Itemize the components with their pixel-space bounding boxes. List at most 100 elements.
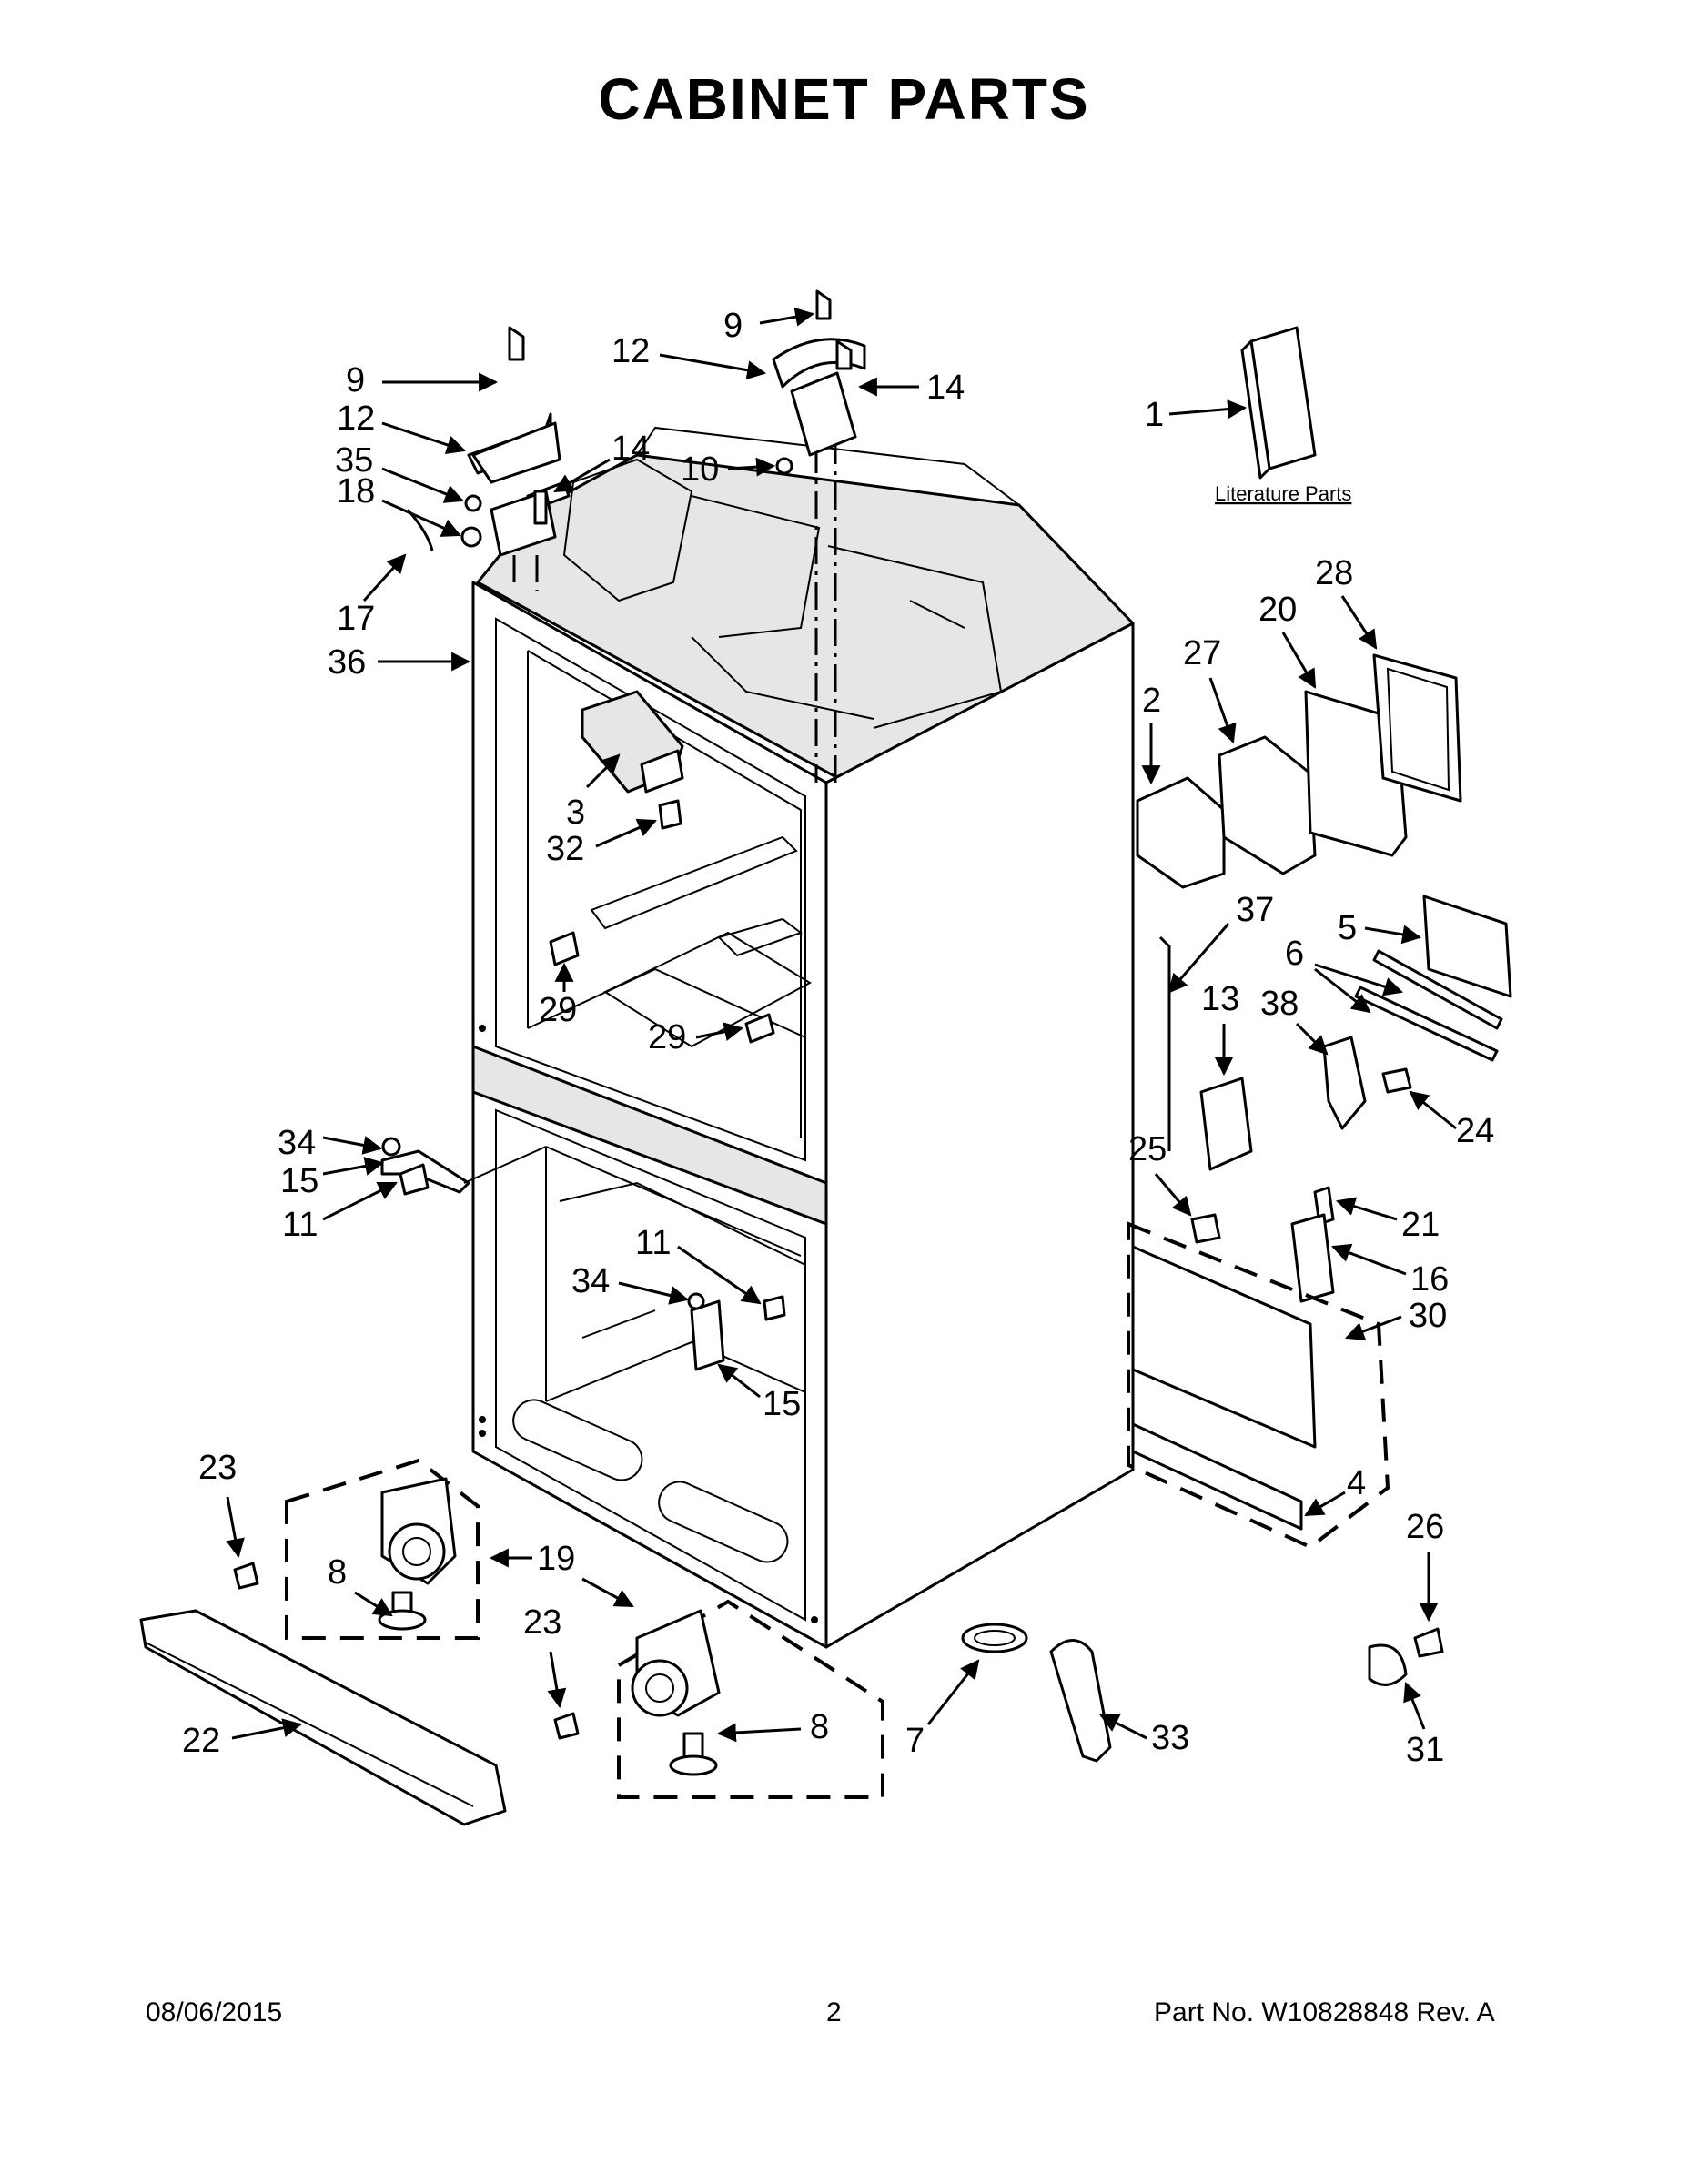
- roller-assembly-boundary: [617, 1599, 884, 1799]
- svg-text:14: 14: [612, 430, 650, 468]
- svg-text:1: 1: [1145, 396, 1164, 434]
- callout-9: 9: [346, 361, 499, 399]
- svg-text:35: 35: [335, 441, 373, 480]
- svg-text:37: 37: [1236, 891, 1274, 929]
- svg-text:18: 18: [337, 472, 375, 511]
- callout-37: 37: [1167, 891, 1274, 994]
- svg-text:29: 29: [648, 1018, 686, 1057]
- svg-text:3: 3: [566, 794, 585, 832]
- literature-part: [1240, 326, 1317, 480]
- callout-4: 4: [1304, 1464, 1366, 1517]
- svg-text:34: 34: [571, 1262, 610, 1300]
- svg-text:29: 29: [539, 991, 577, 1029]
- callout-19-leader-2: [581, 1577, 634, 1608]
- svg-text:15: 15: [763, 1385, 801, 1423]
- left-door-stop: [380, 1137, 547, 1196]
- svg-text:11: 11: [282, 1206, 318, 1244]
- callout-34: 34: [278, 1124, 383, 1162]
- svg-text:17: 17: [337, 600, 375, 638]
- svg-text:9: 9: [346, 361, 365, 399]
- roller-assembly-boundary: [285, 1458, 480, 1640]
- callout-21: 21: [1335, 1197, 1440, 1244]
- callout-14: 14: [553, 430, 650, 493]
- callout-6: 6: [1285, 935, 1404, 1014]
- svg-text:11: 11: [635, 1224, 671, 1262]
- callout-23: 23: [198, 1449, 245, 1559]
- svg-text:6: 6: [1285, 935, 1304, 973]
- svg-text:24: 24: [1456, 1112, 1494, 1150]
- svg-text:9: 9: [723, 307, 743, 345]
- left-roller-assembly: [233, 1477, 457, 1631]
- svg-text:2: 2: [1142, 682, 1161, 720]
- svg-text:4: 4: [1347, 1464, 1366, 1502]
- callout-29: 29: [539, 962, 577, 1029]
- callout-5: 5: [1338, 909, 1422, 947]
- svg-text:12: 12: [612, 332, 650, 370]
- right-roller-assembly: [553, 1609, 721, 1776]
- svg-text:12: 12: [337, 399, 375, 438]
- footer-part-number: Part No. W10828848 Rev. A: [1154, 1997, 1495, 2027]
- svg-text:30: 30: [1409, 1297, 1447, 1335]
- callout-22: 22: [182, 1718, 303, 1760]
- svg-text:38: 38: [1260, 985, 1299, 1023]
- drain-tube: [1049, 1639, 1112, 1763]
- svg-text:36: 36: [328, 643, 366, 682]
- callout-13: 13: [1201, 980, 1239, 1077]
- callout-31: 31: [1403, 1682, 1444, 1769]
- svg-text:34: 34: [278, 1124, 316, 1162]
- callout-28: 28: [1315, 554, 1378, 650]
- callout-36: 36: [328, 643, 471, 682]
- callout-14: 14: [857, 369, 965, 407]
- page-title: CABINET PARTS: [598, 66, 1090, 132]
- callout-16: 16: [1331, 1243, 1449, 1299]
- callout-15: 15: [280, 1157, 385, 1200]
- callout-9: 9: [723, 307, 815, 345]
- callout-19: 19: [489, 1540, 575, 1578]
- callout-11: 11: [635, 1224, 762, 1305]
- callout-20: 20: [1258, 591, 1317, 689]
- svg-text:33: 33: [1151, 1719, 1189, 1757]
- svg-text:28: 28: [1315, 554, 1353, 592]
- callout-15: 15: [717, 1363, 801, 1423]
- callout-11: 11: [282, 1181, 398, 1244]
- grommet: [961, 1623, 1028, 1653]
- callout-35: 35: [335, 441, 464, 503]
- left-top-hinge: [406, 326, 571, 557]
- cabinet-top: [476, 426, 1135, 784]
- callout-18: 18: [337, 472, 461, 537]
- footer-page-number: 2: [826, 1997, 842, 2027]
- callout-1: 1: [1145, 396, 1248, 434]
- svg-text:26: 26: [1406, 1508, 1444, 1546]
- callout-26: 26: [1406, 1508, 1444, 1623]
- svg-text:13: 13: [1201, 980, 1239, 1018]
- callout-3: 3: [566, 753, 621, 832]
- svg-text:10: 10: [681, 450, 719, 489]
- right-top-hinge: [772, 289, 866, 475]
- svg-text:21: 21: [1401, 1206, 1440, 1244]
- svg-text:8: 8: [810, 1708, 829, 1746]
- svg-text:16: 16: [1410, 1260, 1449, 1299]
- callout-17: 17: [337, 553, 407, 638]
- svg-text:23: 23: [523, 1603, 561, 1642]
- callout-2: 2: [1141, 682, 1161, 785]
- clamp-and-screw: [1368, 1627, 1444, 1686]
- bracket-parts: [1190, 1186, 1335, 1303]
- svg-text:8: 8: [328, 1553, 347, 1592]
- callout-12: 12: [612, 332, 767, 380]
- base-grille: [139, 1609, 507, 1826]
- callout-8: 8: [716, 1708, 829, 1746]
- svg-text:7: 7: [905, 1722, 925, 1760]
- callout-8: 8: [328, 1553, 393, 1617]
- svg-text:22: 22: [182, 1722, 220, 1760]
- svg-text:19: 19: [537, 1540, 575, 1578]
- svg-text:32: 32: [546, 830, 584, 868]
- svg-text:15: 15: [280, 1162, 318, 1200]
- callout-25: 25: [1128, 1130, 1192, 1217]
- svg-text:20: 20: [1258, 591, 1297, 629]
- callout-27: 27: [1183, 634, 1237, 743]
- svg-text:5: 5: [1338, 909, 1357, 947]
- callout-23: 23: [523, 1603, 567, 1709]
- literature-parts-label: Literature Parts: [1215, 482, 1351, 505]
- valve-and-bracket: [1158, 935, 1412, 1171]
